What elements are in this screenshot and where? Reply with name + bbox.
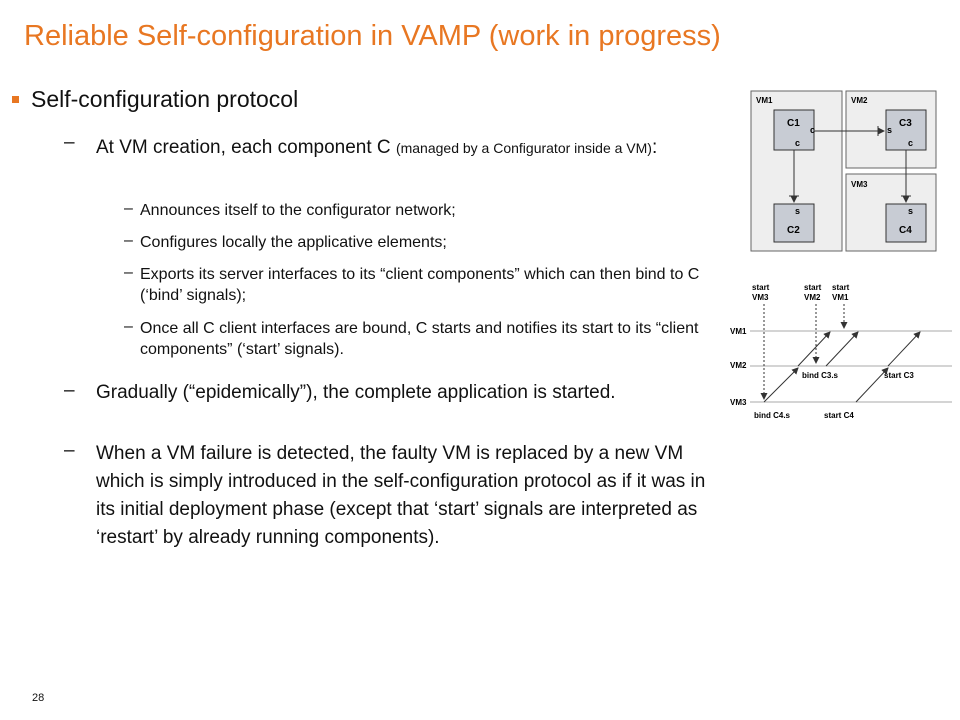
c1-client-port: c	[810, 125, 815, 135]
sub-item-text: Exports its server interfaces to its “cl…	[140, 266, 700, 304]
item1-colon: :	[651, 137, 658, 158]
item1-note: (managed by a Configurator inside a VM)	[395, 140, 652, 156]
component-c3	[885, 109, 927, 151]
item3-text: When a VM failure is detected, the fault…	[96, 443, 706, 548]
page-number: 28	[32, 692, 45, 704]
c3-label: C3	[899, 118, 912, 129]
event-label: bind C3.s	[802, 371, 839, 380]
item1-main: At VM creation, each component C	[96, 137, 396, 158]
dash-marker: –	[64, 132, 75, 153]
main-bullet-text: Self-configuration protocol	[31, 86, 299, 112]
sub-item: – Announces itself to the configurator n…	[124, 200, 714, 221]
sub-item-text: Once all C client interfaces are bound, …	[140, 320, 699, 358]
lane-label-vm2: VM2	[730, 361, 747, 370]
component-c2	[773, 203, 815, 243]
c1-label: C1	[787, 118, 800, 129]
c3-server-port: s	[887, 125, 892, 135]
c4-server-port: s	[908, 206, 913, 216]
list-item: – Gradually (“epidemically”), the comple…	[64, 380, 674, 406]
start-label-vm: VM1	[832, 293, 849, 302]
subdash-marker: –	[124, 232, 133, 249]
component-c4	[885, 203, 927, 243]
sub-item: – Configures locally the applicative ele…	[124, 232, 714, 253]
subdash-marker: –	[124, 200, 133, 217]
main-bullet: Self-configuration protocol	[12, 86, 298, 113]
start-label-top: start	[832, 283, 850, 292]
component-c1	[773, 109, 815, 151]
sub-item-text: Configures locally the applicative eleme…	[140, 234, 447, 251]
c2-label: C2	[787, 225, 800, 236]
list-item: – At VM creation, each component C (mana…	[64, 132, 724, 164]
start-label-vm: VM3	[752, 293, 769, 302]
bullet-square-icon	[12, 96, 19, 103]
subdash-marker: –	[124, 264, 133, 281]
slide-title: Reliable Self-configuration in VAMP (wor…	[24, 20, 721, 52]
dash-marker: –	[64, 380, 75, 401]
item2-text: Gradually (“epidemically”), the complete…	[96, 382, 616, 403]
event-arrow	[887, 331, 921, 367]
startup-timeline-diagram: start VM3 start VM2 start VM1 VM1 VM2 VM…	[730, 283, 952, 420]
c3-client-port: c	[908, 138, 913, 148]
lane-label-vm1: VM1	[730, 327, 747, 336]
event-arrow	[797, 331, 831, 367]
start-label-top: start	[804, 283, 822, 292]
c1-bottom-port: c	[795, 138, 800, 148]
list-item: – When a VM failure is detected, the fau…	[64, 440, 728, 552]
sub-item-text: Announces itself to the configurator net…	[140, 202, 456, 219]
dash-marker: –	[64, 440, 75, 461]
c2-server-port: s	[795, 206, 800, 216]
sub-item: – Once all C client interfaces are bound…	[124, 318, 724, 360]
subdash-marker: –	[124, 318, 133, 335]
event-label: start C3	[884, 371, 914, 380]
start-label-top: start	[752, 283, 770, 292]
event-arrow	[763, 367, 799, 403]
item1-text: At VM creation, each component C (manage…	[96, 132, 724, 164]
vm1-label: VM1	[756, 96, 773, 105]
event-label: bind C4.s	[754, 411, 791, 420]
sub-item: – Exports its server interfaces to its “…	[124, 264, 714, 306]
event-arrow	[855, 367, 889, 403]
event-arrow	[825, 331, 859, 367]
c4-label: C4	[899, 225, 912, 236]
event-label: start C4	[824, 411, 854, 420]
lane-label-vm3: VM3	[730, 398, 747, 407]
start-label-vm: VM2	[804, 293, 821, 302]
vm3-label: VM3	[851, 180, 868, 189]
vm-architecture-diagram: VM1 VM2 VM3 C1 C2 C3 C4 c c s s c s	[750, 90, 937, 252]
vm2-label: VM2	[851, 96, 868, 105]
